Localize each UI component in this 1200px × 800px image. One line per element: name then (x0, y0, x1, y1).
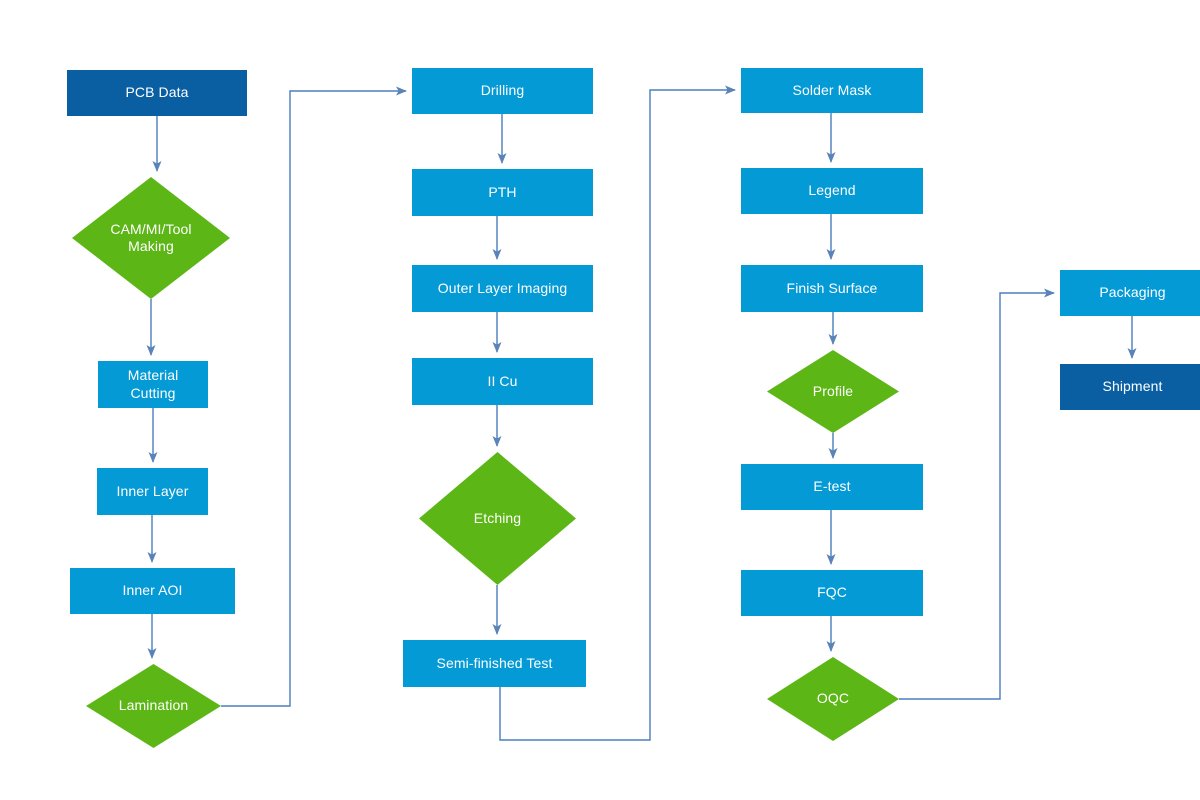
node-oqc[interactable]: OQC (767, 657, 899, 741)
diamond-shape-lamination (86, 664, 221, 748)
node-label-shipment: Shipment (1102, 378, 1163, 395)
node-label-lamination: Lamination (118, 697, 189, 714)
node-fqc[interactable]: FQC (741, 570, 923, 616)
node-label-e-test: E-test (813, 478, 851, 495)
node-profile[interactable]: Profile (767, 350, 899, 433)
node-label-inner-aoi: Inner AOI (122, 582, 183, 599)
node-lamination[interactable]: Lamination (86, 664, 221, 748)
node-label-etching: Etching (473, 509, 522, 526)
node-label-fqc: FQC (817, 584, 847, 601)
node-solder-mask[interactable]: Solder Mask (741, 68, 923, 113)
node-outer-layer-imaging[interactable]: Outer Layer Imaging (412, 265, 593, 312)
node-label-profile: Profile (812, 382, 854, 399)
node-label-finish-surface: Finish Surface (786, 279, 878, 296)
node-label-outer-layer-imaging: Outer Layer Imaging (437, 279, 568, 296)
node-inner-layer[interactable]: Inner Layer (97, 468, 208, 515)
node-label-solder-mask: Solder Mask (792, 81, 872, 98)
node-semi-finished-test[interactable]: Semi-finished Test (403, 640, 586, 687)
node-pth[interactable]: PTH (412, 169, 593, 216)
node-label-semi-finished-test: Semi-finished Test (436, 654, 553, 671)
node-pcb-data[interactable]: PCB Data (67, 70, 247, 116)
diamond-shape-etching (419, 452, 576, 585)
node-label-oqc: OQC (816, 690, 850, 707)
node-ii-cu[interactable]: II Cu (412, 358, 593, 405)
edge-lamination-to-drilling (221, 86, 407, 707)
node-label-material-cutting: Material Cutting (127, 367, 179, 401)
node-inner-aoi[interactable]: Inner AOI (70, 568, 235, 614)
diamond-shape-profile (767, 350, 899, 433)
node-e-test[interactable]: E-test (741, 464, 923, 510)
node-label-inner-layer: Inner Layer (116, 482, 189, 499)
node-finish-surface[interactable]: Finish Surface (741, 265, 923, 312)
node-label-drilling: Drilling (480, 82, 525, 99)
node-legend[interactable]: Legend (741, 168, 923, 214)
node-label-packaging: Packaging (1099, 284, 1166, 301)
node-label-ii-cu: II Cu (487, 372, 518, 389)
node-label-legend: Legend (808, 182, 856, 199)
node-etching[interactable]: Etching (419, 452, 576, 585)
node-label-pth: PTH (488, 183, 517, 200)
node-label-cam-mi-tool-making: CAM/MI/Tool Making (110, 220, 192, 254)
node-drilling[interactable]: Drilling (412, 68, 593, 114)
diamond-shape-oqc (767, 657, 899, 741)
node-packaging[interactable]: Packaging (1060, 270, 1200, 316)
node-cam-mi-tool-making[interactable]: CAM/MI/Tool Making (72, 177, 230, 299)
node-material-cutting[interactable]: Material Cutting (98, 361, 208, 408)
node-shipment[interactable]: Shipment (1060, 364, 1200, 410)
diamond-shape-cam-mi-tool-making (72, 177, 230, 299)
node-label-pcb-data: PCB Data (125, 84, 189, 101)
